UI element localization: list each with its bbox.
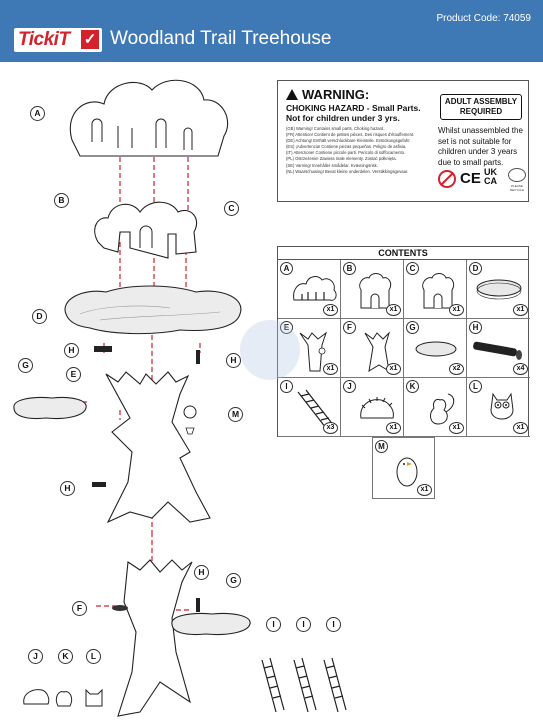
- contents-item: D x1: [467, 260, 530, 319]
- adult-assembly-note: Whilst unassembled the set is not suitab…: [438, 126, 523, 167]
- contents-panel: CONTENTS A x1 B x1 C x1 D x1 E x1 F x1 G…: [277, 246, 530, 437]
- part-g-platform: [13, 396, 87, 420]
- callout-h: H: [64, 343, 79, 358]
- peg-icon: [473, 341, 522, 360]
- contents-item: E x1: [278, 319, 341, 378]
- part-a-canopy: [69, 79, 229, 157]
- contents-item: H x4: [467, 319, 530, 378]
- canopy-top-icon: [293, 276, 337, 301]
- small-platform-icon: [415, 341, 457, 357]
- callout-j: J: [28, 649, 43, 664]
- compliance-marks: CE UK CA PLEASE RECYCLE: [438, 168, 528, 196]
- brand-logo: TickiT ✓: [14, 28, 102, 52]
- callout-i: I: [266, 617, 281, 632]
- part-b-c-panels: [94, 201, 198, 259]
- callout-a: A: [30, 106, 45, 121]
- warning-hazard: CHOKING HAZARD - Small Parts. Not for ch…: [286, 103, 421, 123]
- recycle-icon: [508, 168, 526, 182]
- contents-item: C x1: [404, 260, 467, 319]
- contents-item: B x1: [341, 260, 404, 319]
- contents-item: I x3: [278, 378, 341, 437]
- callout-d: D: [32, 309, 47, 324]
- trunk-lower-icon: [364, 331, 391, 372]
- check-icon: ✓: [81, 30, 99, 49]
- contents-title: CONTENTS: [278, 247, 528, 260]
- contents-item: K x1: [404, 378, 467, 437]
- warning-heading: WARNING:: [286, 87, 369, 102]
- contents-item: M x1: [372, 437, 435, 499]
- callout-h: H: [226, 353, 241, 368]
- canopy-panel-icon: [422, 273, 455, 309]
- callout-i: I: [296, 617, 311, 632]
- callout-h: H: [194, 565, 209, 580]
- watermark: [240, 320, 300, 380]
- part-d-floor: [64, 285, 242, 335]
- callout-f: F: [72, 601, 87, 616]
- animal-owl: [85, 688, 103, 707]
- callout-g: G: [18, 358, 33, 373]
- peg-h: [196, 350, 200, 364]
- contents-item: J x1: [341, 378, 404, 437]
- ladder-icon: [297, 389, 335, 429]
- contents-item: F x1: [341, 319, 404, 378]
- warning-panel: WARNING: CHOKING HAZARD - Small Parts. N…: [277, 80, 529, 202]
- callout-c: C: [224, 201, 239, 216]
- recycle-label: PLEASE RECYCLE: [509, 184, 525, 192]
- callout-e: E: [66, 367, 81, 382]
- part-e-trunk: [105, 371, 211, 524]
- callout-g: G: [226, 573, 241, 588]
- callout-i: I: [326, 617, 341, 632]
- warning-translations: (GB) Warning! Contains small parts. Chok…: [286, 126, 415, 174]
- animal-hedgehog: [23, 689, 50, 705]
- peg-h: [196, 598, 200, 612]
- assembly-diagram: [13, 79, 347, 717]
- callout-h: H: [60, 481, 75, 496]
- warning-triangle-icon: [286, 89, 298, 100]
- callout-b: B: [54, 193, 69, 208]
- product-code: Product Code: 74059: [436, 13, 531, 24]
- callout-l: L: [86, 649, 101, 664]
- contents-item: L x1: [467, 378, 530, 437]
- bird-icon: [396, 457, 418, 487]
- hedgehog-icon: [360, 397, 394, 419]
- adult-assembly-badge: ADULT ASSEMBLY REQUIRED: [440, 94, 522, 120]
- contents-item: G x2: [404, 319, 467, 378]
- part-f-trunk: [117, 559, 193, 717]
- header-bar: TickiT ✓ Woodland Trail Treehouse Produc…: [0, 0, 543, 62]
- peg-h: [94, 346, 112, 352]
- ce-mark: CE: [460, 170, 481, 187]
- callout-m: M: [228, 407, 243, 422]
- peg-h: [92, 482, 106, 487]
- trunk-upper-icon: [299, 331, 327, 372]
- floor-platform-icon: [476, 279, 522, 300]
- ukca-mark: UK CA: [484, 167, 497, 186]
- brand-name: TickiT: [18, 29, 70, 50]
- callout-k: K: [58, 649, 73, 664]
- owl-icon: [490, 392, 514, 420]
- ladders: [261, 657, 347, 713]
- squirrel-icon: [430, 393, 455, 425]
- page-title: Woodland Trail Treehouse: [110, 28, 332, 49]
- part-g-platform-2: [171, 612, 251, 636]
- canopy-panel-icon: [359, 273, 392, 309]
- contents-item: A x1: [278, 260, 341, 319]
- no-small-children-icon: [438, 170, 456, 188]
- animal-squirrel: [55, 691, 73, 707]
